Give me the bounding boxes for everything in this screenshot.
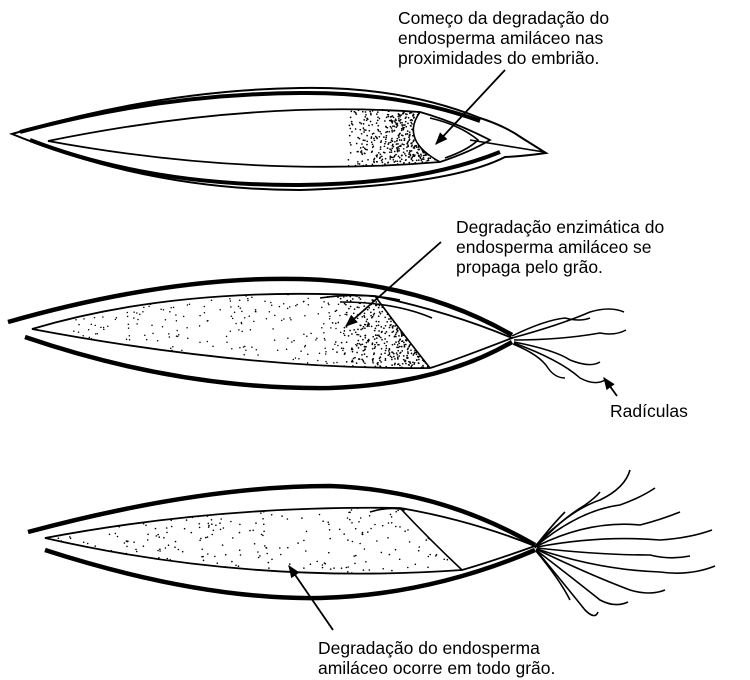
label-rootlets-text: Radículas <box>610 401 688 421</box>
label-stage-1-line-1: Começo da degradação do <box>398 8 609 28</box>
label-stage-3-line-2: amiláceo ocorre em todo grão. <box>318 658 555 678</box>
label-stage-3: Degradação do endosperma amiláceo ocorre… <box>318 638 555 678</box>
grain-stage-3 <box>28 470 715 616</box>
label-stage-2-line-1: Degradação enzimática do <box>456 217 664 237</box>
grain-stage-2 <box>8 279 626 388</box>
label-stage-2: Degradação enzimática do endosperma amil… <box>456 217 664 277</box>
grain-stage-1 <box>12 88 546 190</box>
label-stage-1-line-3: proximidades do embrião. <box>398 48 609 68</box>
grain-3-upper-husk <box>28 486 535 545</box>
label-stage-3-line-1: Degradação do endosperma <box>318 638 555 658</box>
label-stage-1: Começo da degradação do endosperma amilá… <box>398 8 609 68</box>
label-stage-2-line-2: endosperma amiláceo se <box>456 237 664 257</box>
arrow-rootlets <box>604 378 617 396</box>
label-stage-1-line-2: endosperma amiláceo nas <box>398 28 609 48</box>
grain-2-rootlets <box>512 309 626 383</box>
grain-3-rootlets <box>535 470 715 616</box>
label-stage-2-line-3: propaga pelo grão. <box>456 257 664 277</box>
grain-3-lower-husk <box>45 550 535 598</box>
grain-2-upper-husk <box>8 279 512 335</box>
grain-1-outer-husk <box>12 88 546 190</box>
label-rootlets: Radículas <box>610 401 688 421</box>
